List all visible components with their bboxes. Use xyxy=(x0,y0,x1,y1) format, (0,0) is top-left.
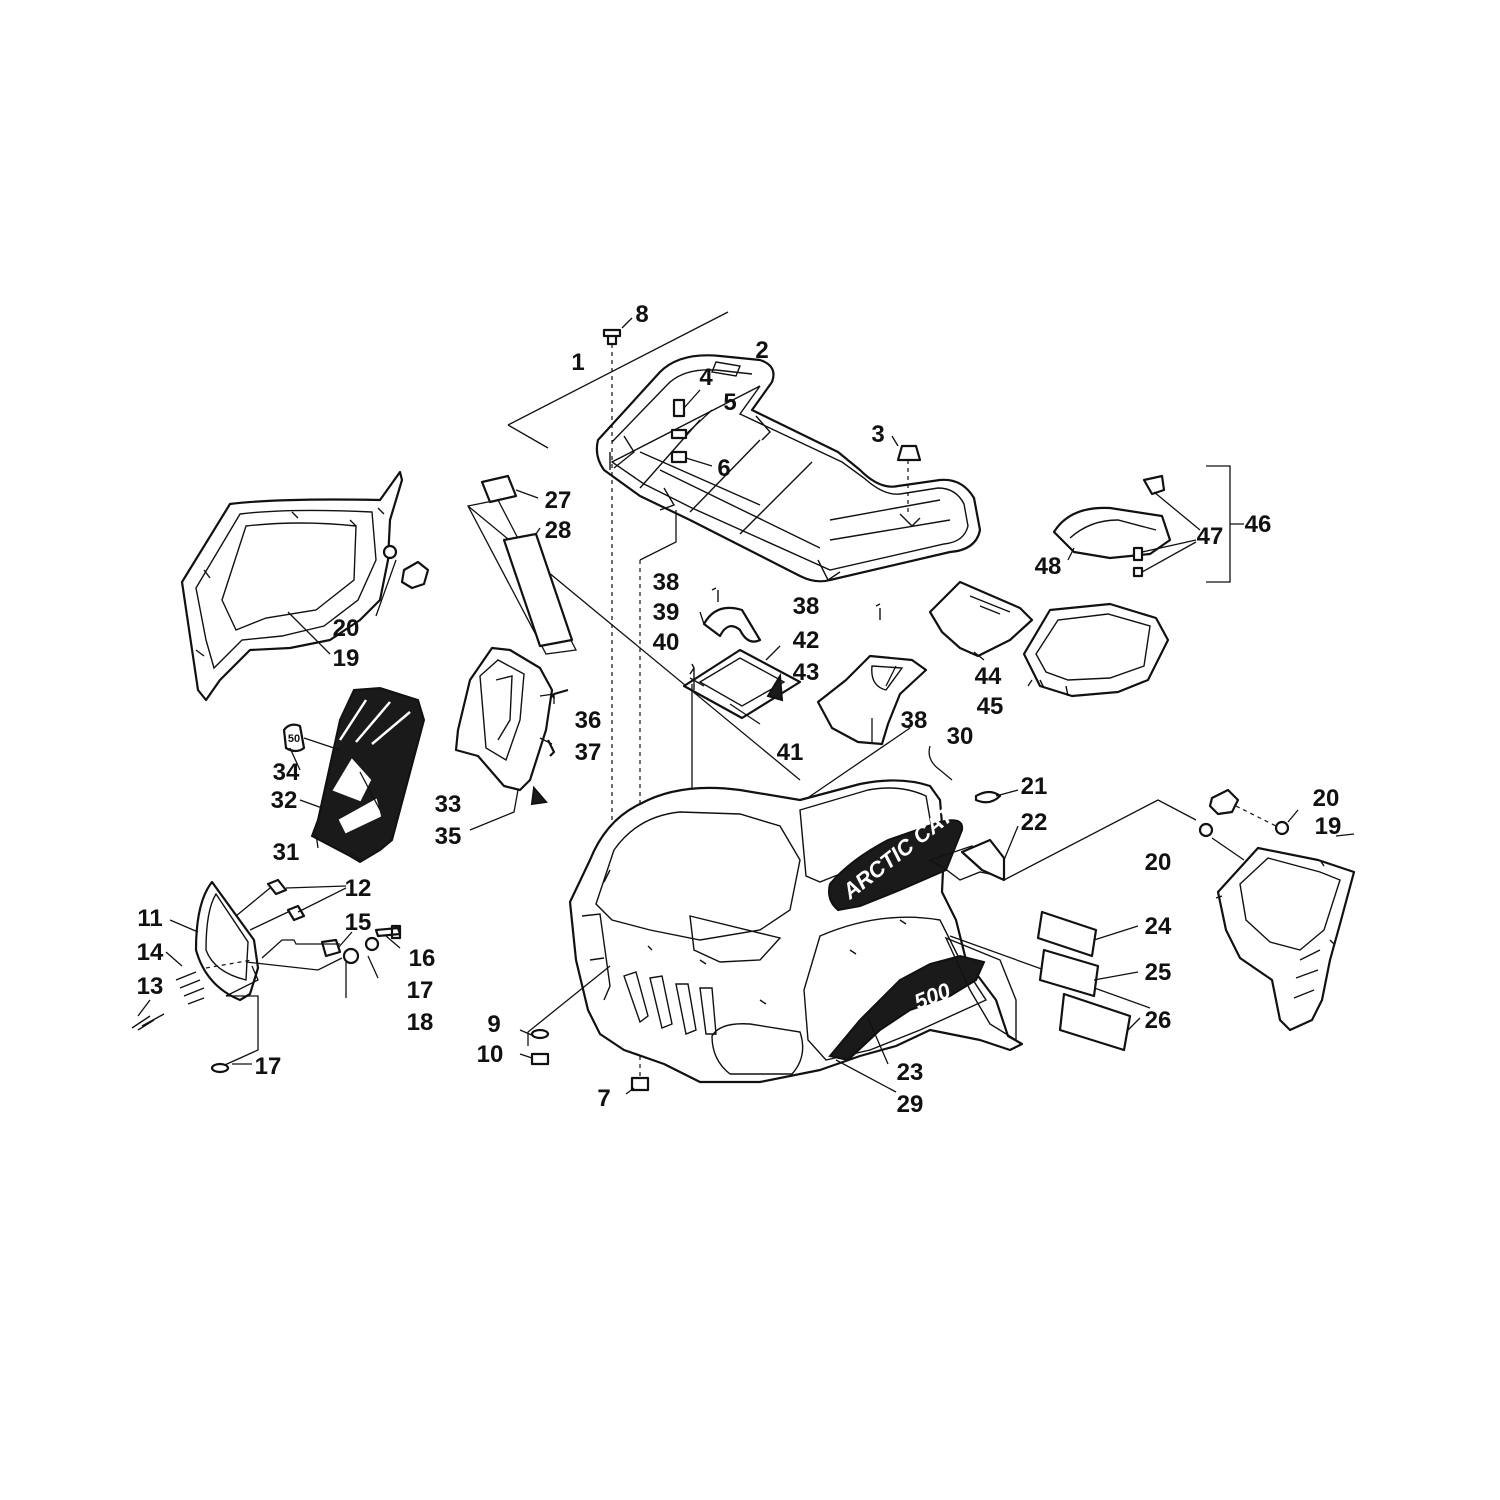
storage-compartment xyxy=(928,465,1244,698)
callout-19-left: 19 xyxy=(333,645,360,672)
callout-20-left: 20 xyxy=(333,615,360,642)
callout-33: 33 xyxy=(435,791,462,818)
callout-45: 45 xyxy=(977,693,1004,720)
fasteners-9-10-7 xyxy=(519,965,650,1095)
decals-27-28 xyxy=(467,474,801,781)
callout-34: 34 xyxy=(273,759,300,786)
front-rack xyxy=(507,311,982,583)
callout-5: 5 xyxy=(723,389,736,416)
callout-2: 2 xyxy=(755,337,768,364)
callout-21: 21 xyxy=(1021,773,1048,800)
callout-11: 11 xyxy=(137,905,162,932)
decals-24-26 xyxy=(1036,910,1141,1052)
callout-24: 24 xyxy=(1145,913,1172,940)
callout-39: 39 xyxy=(653,599,680,626)
callout-22: 22 xyxy=(1021,809,1048,836)
right-side-panel xyxy=(1198,788,1356,1032)
callout-20-right-upper: 20 xyxy=(1313,785,1340,812)
callout-36: 36 xyxy=(575,707,602,734)
callout-38-lower: 38 xyxy=(901,707,928,734)
callout-48: 48 xyxy=(1035,553,1062,580)
callout-38-left: 38 xyxy=(653,569,680,596)
headlight-assembly xyxy=(131,878,402,1074)
callout-31: 31 xyxy=(273,839,300,866)
callout-35: 35 xyxy=(435,823,462,850)
callout-25: 25 xyxy=(1145,959,1172,986)
callout-12: 12 xyxy=(345,875,372,902)
callout-9: 9 xyxy=(487,1011,500,1038)
callout-3: 3 xyxy=(871,421,884,448)
callout-labels: 1 2 3 4 5 6 7 8 9 10 11 12 13 14 15 16 1… xyxy=(137,301,1342,1118)
callout-13: 13 xyxy=(137,973,164,1000)
left-side-panel xyxy=(180,470,430,702)
callout-42: 42 xyxy=(793,627,820,654)
air-duct xyxy=(454,646,569,831)
callout-4: 4 xyxy=(699,364,713,391)
lead-rack-7 xyxy=(639,510,677,561)
callout-18: 18 xyxy=(407,1009,434,1036)
callout-6: 6 xyxy=(717,455,730,482)
callout-44: 44 xyxy=(975,663,1002,690)
callout-16: 16 xyxy=(409,945,436,972)
callout-7: 7 xyxy=(597,1085,610,1112)
access-panels xyxy=(682,587,928,944)
callout-8: 8 xyxy=(635,301,648,328)
callout-10: 10 xyxy=(477,1041,504,1068)
callout-43: 43 xyxy=(793,659,820,686)
badge-text: 50 xyxy=(288,733,300,745)
callout-46: 46 xyxy=(1245,511,1272,538)
callout-14: 14 xyxy=(137,939,164,966)
callout-17-lower: 17 xyxy=(255,1053,282,1080)
front-body: ARCTIC CAT 500 xyxy=(568,745,1197,1093)
callout-47: 47 xyxy=(1197,523,1224,550)
callout-38-right: 38 xyxy=(793,593,820,620)
fasteners-4-5-6 xyxy=(670,389,713,467)
clip-3 xyxy=(891,435,922,512)
callout-17-upper: 17 xyxy=(407,977,434,1004)
callout-40: 40 xyxy=(653,629,680,656)
callout-28: 28 xyxy=(545,517,572,544)
callout-37: 37 xyxy=(575,739,602,766)
callout-27: 27 xyxy=(545,487,572,514)
callout-32: 32 xyxy=(271,787,298,814)
callout-30: 30 xyxy=(947,723,974,750)
callout-19-right: 19 xyxy=(1315,813,1342,840)
callout-41: 41 xyxy=(777,739,804,766)
callout-23: 23 xyxy=(897,1059,924,1086)
callout-20-right-lower: 20 xyxy=(1145,849,1172,876)
callout-15: 15 xyxy=(345,909,372,936)
callout-29: 29 xyxy=(897,1091,924,1118)
front-fascia: 50 xyxy=(282,686,426,864)
callout-26: 26 xyxy=(1145,1007,1172,1034)
callout-1: 1 xyxy=(571,349,584,376)
